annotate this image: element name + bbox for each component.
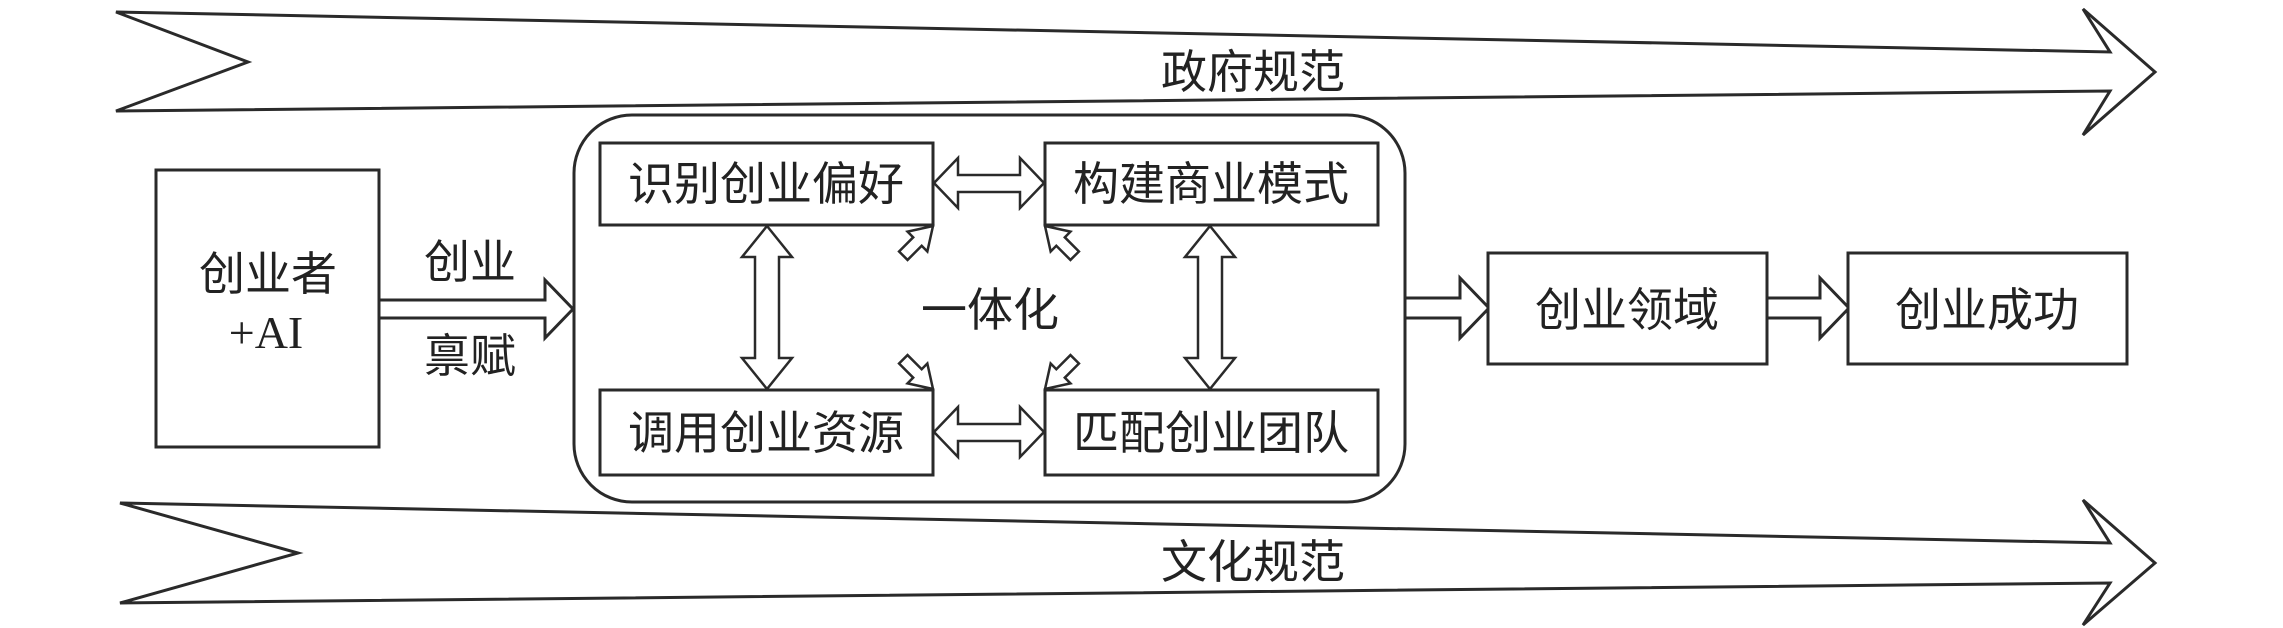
identify-preference-label: 识别创业偏好 xyxy=(628,157,904,211)
diagonal-arrow-bottom-left xyxy=(897,353,935,391)
endowment-arrow: 创业 禀赋 xyxy=(377,235,576,383)
cultural-norms-arrow-shape xyxy=(119,498,2158,627)
entrepreneur-ai-box: 创业者 +AI xyxy=(154,168,381,449)
entrepreneurial-domain-box-frame xyxy=(1486,251,1769,366)
integration-center-label: 一体化 xyxy=(921,283,1059,337)
cultural-norms-label: 文化规范 xyxy=(1161,535,1345,589)
identify-preference-box: 识别创业偏好 xyxy=(598,141,935,227)
diagonal-arrow-top-right xyxy=(1043,224,1081,262)
match-team-box: 匹配创业团队 xyxy=(1043,388,1380,477)
endowment-label-top: 创业 xyxy=(424,235,516,289)
entrepreneur-label: 创业者 xyxy=(199,247,337,301)
endowment-label-bottom: 禀赋 xyxy=(424,329,516,383)
endowment-arrow-shape xyxy=(377,276,576,342)
cultural-norms-band: 文化规范 xyxy=(119,498,2158,627)
diagonal-arrow-bottom-left-shape xyxy=(897,353,935,391)
entrepreneurial-success-box-frame xyxy=(1846,251,2129,366)
deploy-resources-label: 调用创业资源 xyxy=(628,406,904,460)
entrepreneurial-domain-label: 创业领域 xyxy=(1535,283,1719,337)
integration-container: 识别创业偏好 构建商业模式 调用创业资源 匹配创业团队 一体化 xyxy=(572,113,1407,504)
deploy-resources-box-frame xyxy=(598,388,935,477)
match-team-box-frame xyxy=(1043,388,1380,477)
diagonal-arrow-top-right-shape xyxy=(1043,224,1081,262)
build-business-model-label: 构建商业模式 xyxy=(1073,157,1349,211)
entrepreneurial-success-label: 创业成功 xyxy=(1895,283,2079,337)
to-success-arrow xyxy=(1765,274,1852,342)
government-norms-arrow-shape xyxy=(115,7,2158,137)
ai-label: +AI xyxy=(229,307,303,358)
entrepreneurial-domain-box: 创业领域 xyxy=(1486,251,1769,366)
deploy-resources-box: 调用创业资源 xyxy=(598,388,935,477)
identify-preference-box-frame xyxy=(598,141,935,227)
diagonal-arrow-bottom-right-shape xyxy=(1043,353,1081,391)
build-business-model-box-frame xyxy=(1043,141,1380,227)
diagonal-arrow-bottom-right xyxy=(1043,353,1081,391)
build-business-model-box: 构建商业模式 xyxy=(1043,141,1380,227)
entrepreneur-ai-box-frame xyxy=(154,168,381,449)
entrepreneurial-success-box: 创业成功 xyxy=(1846,251,2129,366)
match-team-label: 匹配创业团队 xyxy=(1073,406,1349,460)
to-domain-arrow xyxy=(1403,274,1492,342)
diagonal-arrow-top-left xyxy=(897,224,935,262)
government-norms-band: 政府规范 xyxy=(115,7,2158,137)
diagonal-arrow-top-left-shape xyxy=(897,224,935,262)
government-norms-label: 政府规范 xyxy=(1161,45,1345,99)
